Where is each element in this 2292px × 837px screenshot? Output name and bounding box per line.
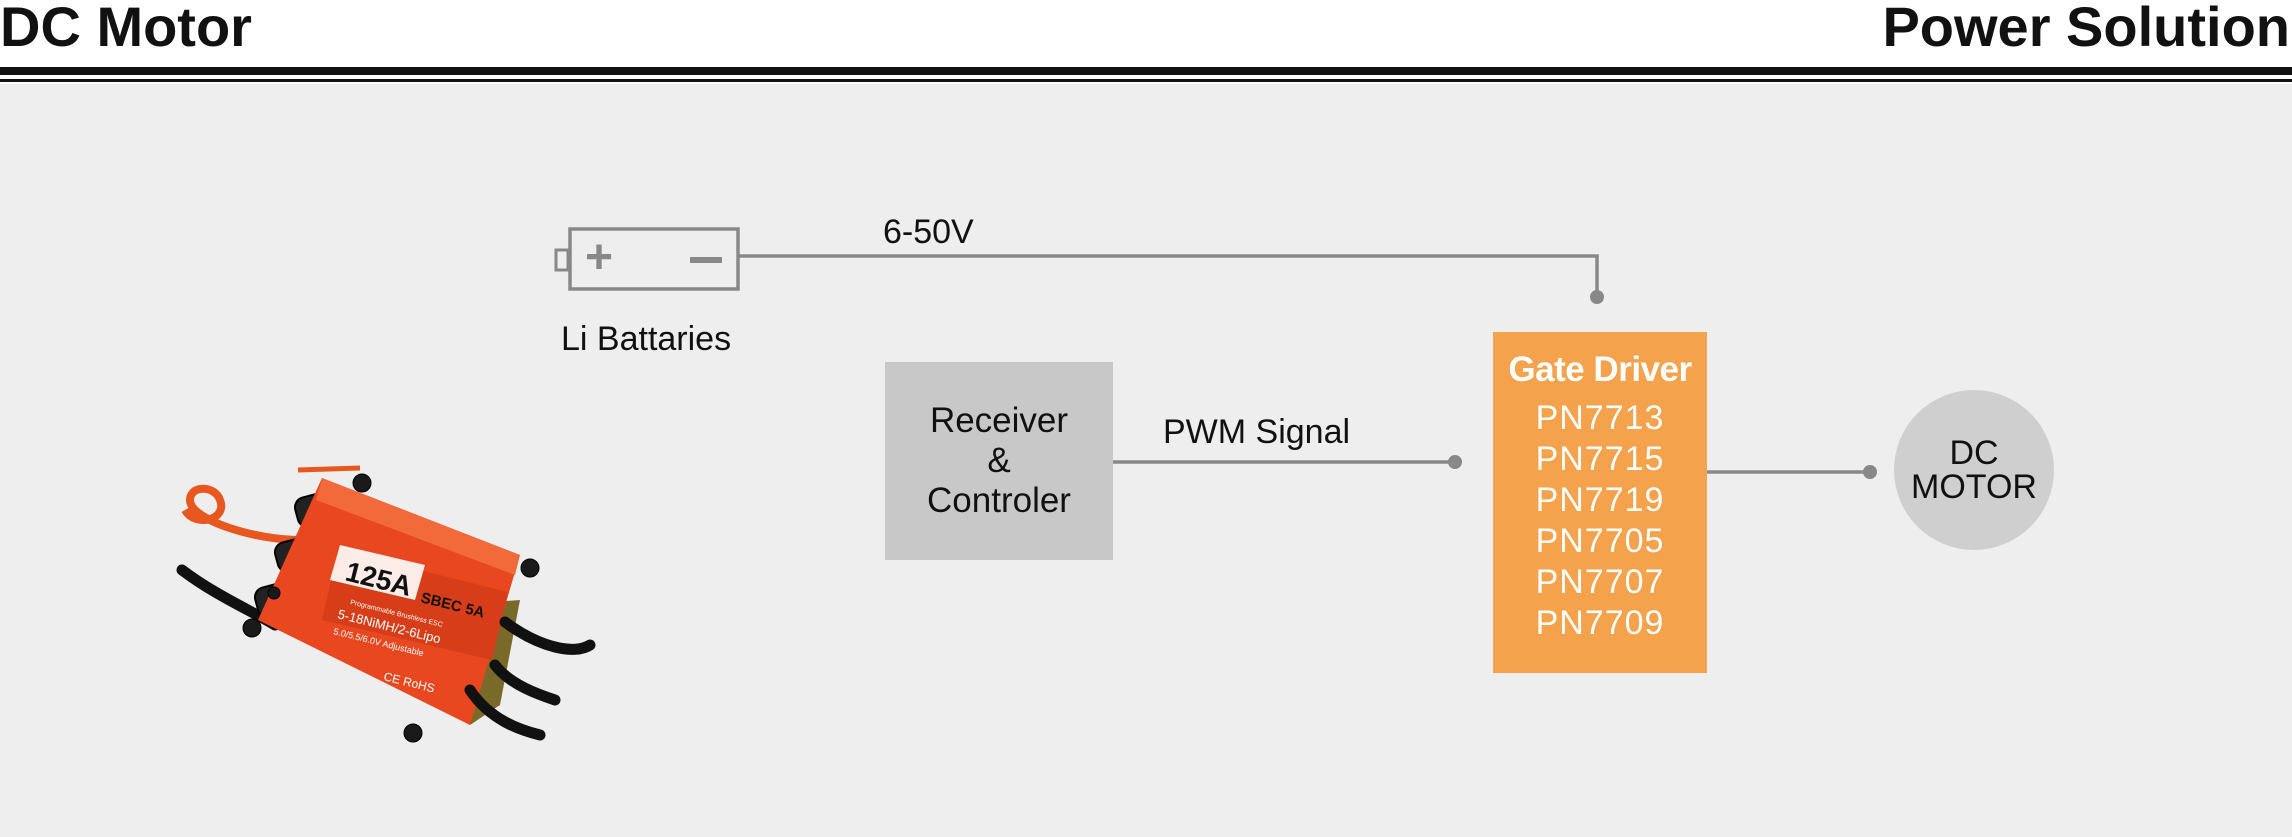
gate-driver-part: PN7715 [1535,440,1665,478]
gate-driver-part: PN7705 [1535,522,1665,560]
controller-line: Controler [927,481,1071,520]
gate-driver-part-list: PN7713 PN7715 PN7719 PN7705 PN7707 PN770… [1493,398,1707,644]
page-title-left: DC Motor [0,0,252,58]
gate-driver-block: Gate Driver PN7713 PN7715 PN7719 PN7705 … [1493,332,1707,673]
voltage-label: 6-50V [883,213,974,251]
gate-driver-part: PN7719 [1535,481,1665,519]
gate-driver-part: PN7713 [1535,399,1665,437]
gate-driver-part: PN7709 [1535,604,1665,642]
motor-line-2: MOTOR [1911,468,2037,506]
battery-icon: + [554,227,740,291]
esc-product-image: 125A SBEC 5A Programmable Brushless ESC … [176,465,596,743]
gate-driver-title: Gate Driver [1508,350,1692,389]
battery-minus-icon [690,257,722,263]
supply-wire-terminal [1590,290,1604,304]
receiver-ampersand: & [987,441,1011,480]
battery-plus-icon: + [585,231,613,284]
page-title-right: Power Solution [1882,0,2290,58]
header-rule-thin [0,79,2292,82]
supply-wire [738,254,1599,296]
receiver-line: Receiver [929,401,1069,440]
battery-label: Li Battaries [561,320,732,358]
receiver-controller-block: Receiver & Controler [885,362,1113,560]
header-rule-thick [0,67,2292,75]
motor-line-1: DC [1949,434,1999,472]
motor-wire-terminal [1863,465,1877,479]
gate-driver-part: PN7707 [1535,563,1665,601]
pwm-wire-terminal [1448,455,1462,469]
pwm-signal-label: PWM Signal [1163,413,1351,451]
dc-motor-node: DC MOTOR [1894,390,2054,550]
